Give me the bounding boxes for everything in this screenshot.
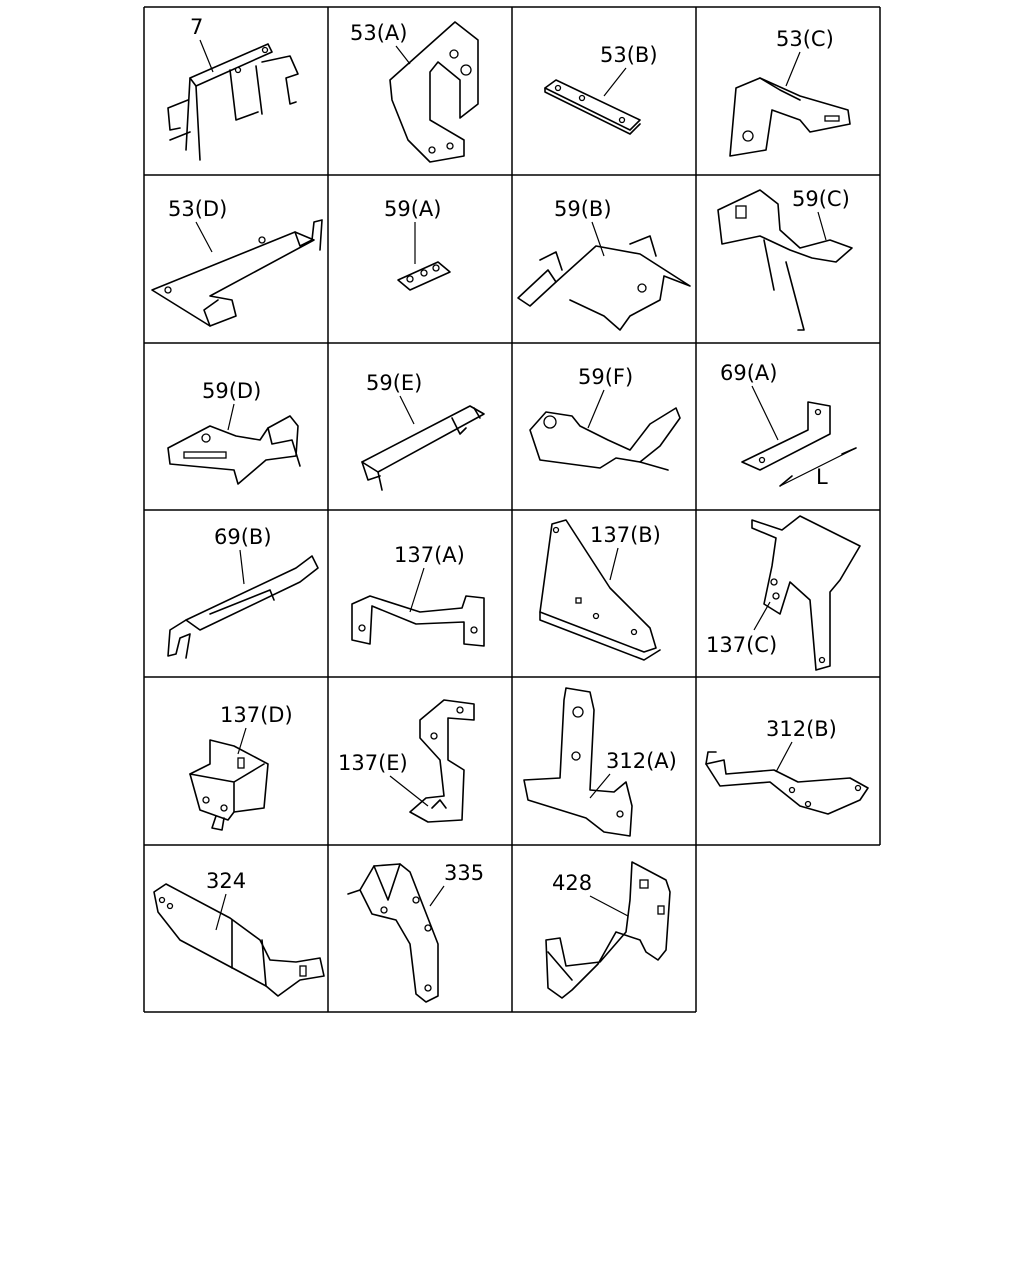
cell-part-137e: 137(E): [338, 699, 475, 823]
part-label: 137(A): [394, 543, 465, 567]
cell-part-324: 324: [153, 869, 325, 997]
dimension-label: L: [816, 465, 828, 489]
cell-part-312b: 312(B): [705, 717, 869, 815]
part-label: 59(F): [578, 365, 633, 389]
part-label: 137(C): [706, 633, 777, 657]
part-label: 69(B): [214, 525, 272, 549]
part-label: 53(B): [600, 43, 658, 67]
cell-part-53d: 53(D): [151, 197, 323, 327]
part-label: 53(C): [776, 27, 834, 51]
cell-part-59c: 59(C): [717, 187, 853, 331]
part-label: 59(C): [792, 187, 850, 211]
cell-part-428: 428: [545, 861, 671, 999]
part-label: 59(A): [384, 197, 441, 221]
cell-part-59a: 59(A): [384, 197, 451, 291]
cell-part-137b: 137(B): [539, 519, 661, 661]
part-label: 69(A): [720, 361, 777, 385]
part-label: 59(B): [554, 197, 612, 221]
part-label: 312(A): [606, 749, 677, 773]
cell-part-7: 7: [167, 15, 299, 161]
cell-part-53a: 53(A): [350, 21, 479, 163]
cell-part-59b: 59(B): [517, 197, 691, 331]
cell-part-53b: 53(B): [544, 43, 658, 135]
part-label: 137(B): [590, 523, 661, 547]
part-label: 59(E): [366, 371, 422, 395]
cell-part-137a: 137(A): [351, 543, 485, 647]
part-label: 7: [190, 15, 203, 39]
part-label: 335: [444, 861, 484, 885]
cell-part-69a: 69(A) L: [720, 361, 857, 489]
cell-part-137d: 137(D): [189, 703, 293, 831]
cell-part-59e: 59(E): [361, 371, 485, 491]
cell-part-335: 335: [347, 861, 484, 1003]
part-label: 137(E): [338, 751, 408, 775]
grid-lines: [143, 6, 881, 1013]
part-label: 137(D): [220, 703, 293, 727]
part-label: 312(B): [766, 717, 837, 741]
cell-part-53c: 53(C): [729, 27, 851, 157]
cell-part-69b: 69(B): [167, 525, 319, 659]
part-label: 53(D): [168, 197, 227, 221]
cell-part-137c: 137(C): [706, 515, 861, 671]
part-label: 53(A): [350, 21, 407, 45]
part-label: 428: [552, 871, 592, 895]
cell-part-59d: 59(D): [167, 379, 301, 485]
cell-part-59f: 59(F): [529, 365, 681, 471]
part-label: 59(D): [202, 379, 261, 403]
part-label: 324: [206, 869, 246, 893]
cell-part-312a: 312(A): [523, 687, 677, 837]
